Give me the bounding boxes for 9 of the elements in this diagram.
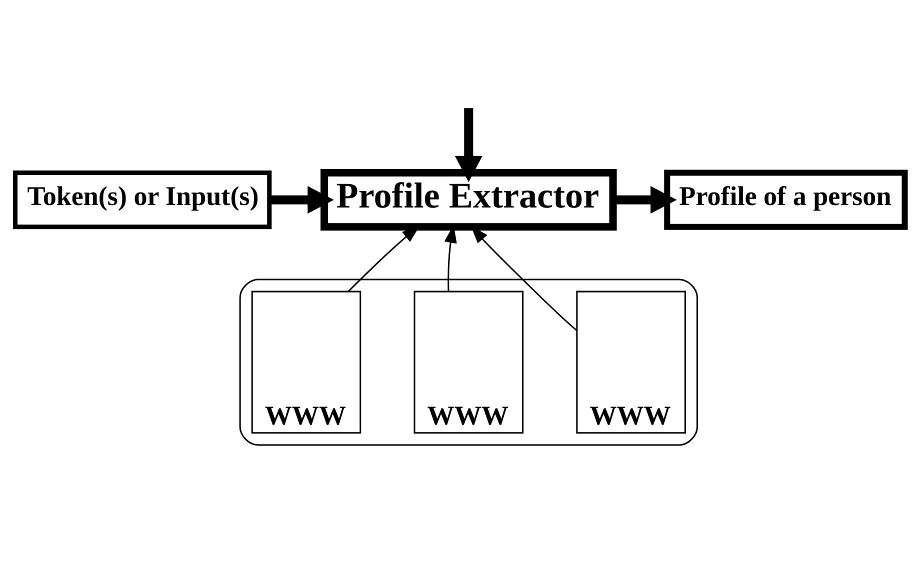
cluster bbox=[239, 278, 698, 446]
node-box: Profile of a person bbox=[664, 169, 908, 230]
node-box: Profile Extractor bbox=[320, 168, 617, 230]
node-box: Token(s) or Input(s) bbox=[12, 170, 272, 229]
node-box: WWW bbox=[251, 290, 362, 434]
node-box: WWW bbox=[414, 290, 524, 434]
arrow bbox=[454, 108, 482, 182]
node-box: WWW bbox=[576, 290, 686, 434]
arrow bbox=[270, 186, 334, 214]
